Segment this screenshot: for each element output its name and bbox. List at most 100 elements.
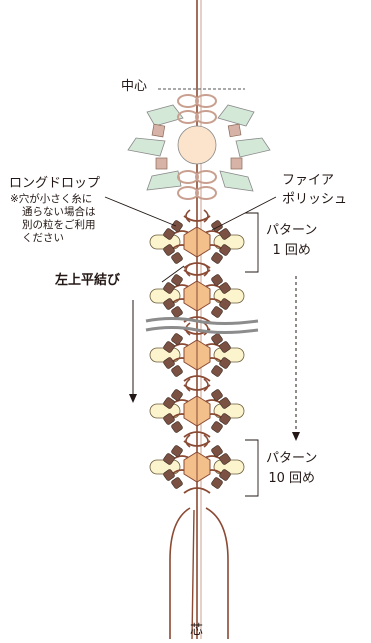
pattern-1-label: パターン 1 回め: [266, 223, 317, 260]
center-motif: [127, 94, 271, 200]
knot-loop: [195, 186, 217, 200]
cube-bead: [230, 157, 243, 170]
seed-bead: [163, 282, 175, 294]
seed-bead: [211, 306, 223, 318]
knot-loop: [185, 263, 209, 277]
knot-loop: [183, 262, 211, 269]
center-bead: [177, 125, 217, 165]
knot-loop: [177, 94, 199, 108]
seed-bead: [171, 389, 183, 401]
seed-bead: [163, 397, 175, 409]
knot-loop: [185, 434, 209, 448]
direction-arrowhead: [129, 394, 137, 403]
seed-bead: [219, 228, 231, 240]
seed-bead: [211, 477, 223, 489]
note-line: ください: [22, 232, 64, 245]
pattern-line: 10 回め: [268, 471, 316, 487]
knot-loop: [185, 209, 209, 223]
seed-bead: [219, 397, 231, 409]
knot-loop: [195, 94, 217, 108]
cube-bead: [151, 123, 166, 138]
pattern-10-bracket: [245, 439, 259, 497]
long-drop-label: ロングドロップ: [9, 176, 101, 191]
seed-bead: [219, 469, 231, 481]
break-line: [145, 326, 259, 334]
pattern-line: パターン: [266, 223, 318, 238]
leaf-bead: [219, 170, 254, 192]
seed-bead: [163, 341, 175, 353]
seed-bead: [171, 274, 183, 286]
leaf-bead: [146, 104, 184, 127]
seed-bead: [163, 228, 175, 240]
note-line: 通らない場合は: [22, 206, 96, 219]
fire-polish-label-2: ポリッシュ: [282, 192, 348, 207]
note-line: 別の粒をご利用: [22, 219, 96, 232]
seed-bead: [219, 341, 231, 353]
note-line: ※穴が小さく糸に: [10, 193, 93, 205]
knot-loop: [195, 170, 217, 184]
seed-bead: [163, 357, 175, 369]
seed-bead: [219, 357, 231, 369]
seed-bead: [171, 306, 183, 318]
seed-bead: [171, 445, 183, 457]
leaf-bead: [217, 104, 255, 127]
seed-bead: [163, 413, 175, 425]
seed-bead: [211, 252, 223, 264]
cube-bead: [227, 123, 242, 138]
long-drop-note: ※穴が小さく糸に 通らない場合は 別の粒をご利用 ください: [10, 193, 96, 246]
seed-bead: [219, 244, 231, 256]
seed-bead: [171, 477, 183, 489]
fire-polish-label: ファイア: [282, 173, 334, 189]
seed-bead: [211, 445, 223, 457]
leaf-bead: [127, 137, 166, 157]
knot-loop: [177, 170, 199, 184]
seed-bead: [171, 421, 183, 433]
knot-loop: [177, 186, 199, 200]
cube-bead: [155, 157, 168, 170]
center-label: 中心: [121, 79, 148, 94]
seed-bead: [171, 220, 183, 232]
pattern-line: 1 回め: [272, 243, 311, 259]
leaf-bead: [235, 137, 271, 158]
seed-bead: [211, 389, 223, 401]
pattern-line: パターン: [266, 451, 318, 466]
seed-bead: [171, 365, 183, 377]
break-line: [145, 317, 259, 325]
seed-bead: [171, 333, 183, 345]
seed-bead: [219, 298, 231, 310]
pattern-10-label: パターン 10 回め: [266, 451, 317, 488]
leaf-bead: [146, 170, 182, 191]
pattern-1-bracket: [245, 212, 259, 273]
seed-bead: [219, 453, 231, 465]
seed-bead: [211, 274, 223, 286]
pattern-units: [149, 209, 245, 494]
knot-loop: [183, 487, 211, 494]
seed-bead: [219, 282, 231, 294]
pointer-line: [211, 196, 277, 231]
left-square-knot-label: 左上平結び: [55, 273, 121, 288]
fire-polish-line: ファイア: [282, 173, 335, 188]
seed-bead: [219, 413, 231, 425]
hanging-cord: [169, 507, 191, 639]
pointer-line: [104, 196, 177, 227]
core-label: 芯: [190, 623, 204, 638]
hanging-cord: [191, 509, 195, 640]
seed-bead: [211, 421, 223, 433]
knot-loop: [185, 378, 209, 392]
seed-bead: [163, 244, 175, 256]
repeat-arrowhead: [292, 432, 300, 441]
hanging-cord: [205, 507, 229, 639]
knot-loop: [183, 431, 211, 438]
seed-bead: [171, 252, 183, 264]
seed-bead: [163, 469, 175, 481]
seed-bead: [163, 453, 175, 465]
pointer-line: [161, 265, 185, 283]
seed-bead: [163, 298, 175, 310]
knot-loop: [195, 110, 217, 124]
knot-loop: [177, 110, 199, 124]
seed-bead: [211, 365, 223, 377]
seed-bead: [211, 333, 223, 345]
knot-loop: [183, 375, 211, 382]
